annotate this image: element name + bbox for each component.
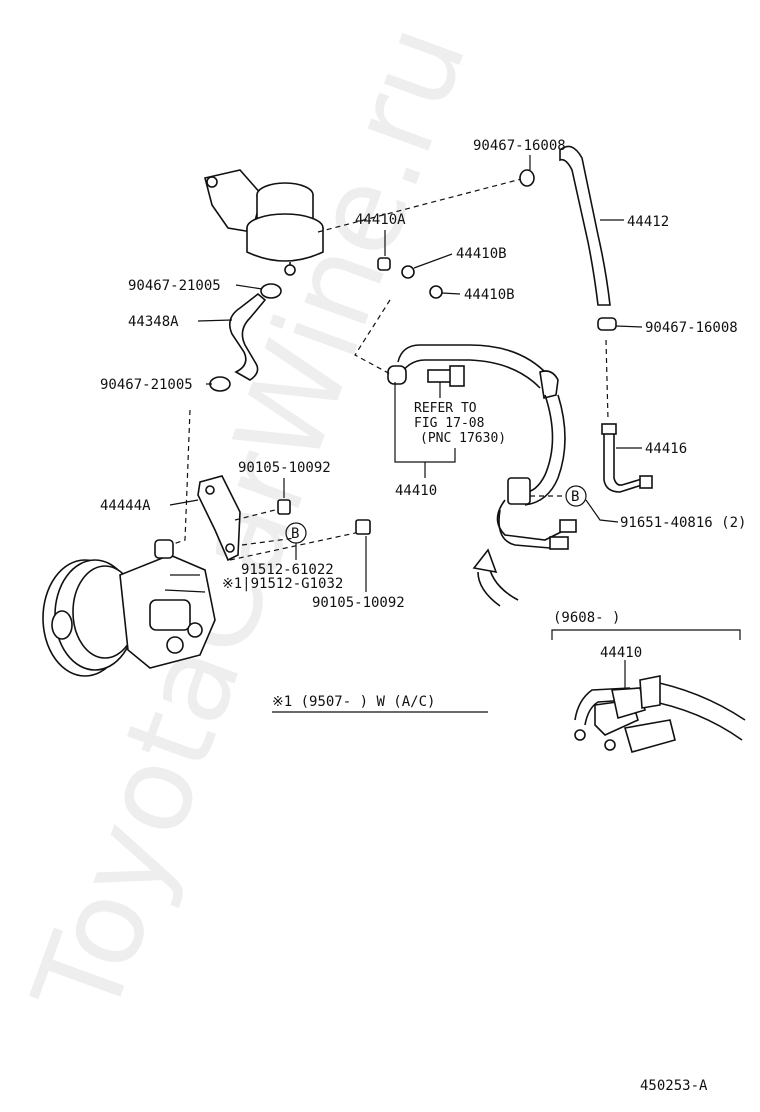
inset-illustration <box>574 675 746 753</box>
return-hose-illustration <box>519 145 617 331</box>
bolts-90105 <box>277 499 371 535</box>
label-90105-10092-bot: 90105-10092 <box>312 595 405 611</box>
tube-44416-illustration <box>601 339 653 493</box>
label-44410a: 44410A <box>355 212 406 228</box>
label-91512-61022: 91512-61022 <box>241 562 334 578</box>
label-44412: 44412 <box>627 214 669 230</box>
direction-arrow <box>472 548 519 607</box>
dash-hose-to-pump <box>169 409 191 546</box>
label-44410b-1: 44410B <box>456 246 507 262</box>
dash-bracket-bolt2 <box>229 531 361 561</box>
label-44348a: 44348A <box>128 314 179 330</box>
dash-bracket-bolt <box>234 509 276 521</box>
callout-b-left-label: B <box>291 526 299 542</box>
inset-part-number: 44410 <box>600 645 642 661</box>
watermark-text: ToyotaCarWine.ru <box>6 7 493 1035</box>
label-44444a: 44444A <box>100 498 151 514</box>
label-91651-40816: 91651-40816 (2) <box>620 515 746 531</box>
label-90467-16008-right: 90467-16008 <box>645 320 738 336</box>
label-90467-21005-top: 90467-21005 <box>128 278 221 294</box>
diagram-id: 450253-A <box>640 1078 708 1094</box>
dash-clamps-to-line <box>354 299 393 376</box>
inset-date-range: (9608- ) <box>553 610 620 626</box>
reservoir-illustration <box>204 169 324 276</box>
label-90105-10092-top: 90105-10092 <box>238 460 331 476</box>
hose-44348a-illustration <box>209 283 282 392</box>
refer-line-3: (PNC 17630) <box>420 431 506 446</box>
label-44410b-2: 44410B <box>464 287 515 303</box>
callout-b-right-label: B <box>571 489 579 505</box>
label-44416: 44416 <box>645 441 687 457</box>
refer-line-2: FIG 17-08 <box>414 416 484 431</box>
label-90467-16008-top: 90467-16008 <box>473 138 566 154</box>
label-44410: 44410 <box>395 483 437 499</box>
label-91512-g1032: ※1|91512-G1032 <box>222 576 343 592</box>
bracket-44444a-illustration <box>197 475 241 562</box>
refer-line-1: REFER TO <box>414 401 477 416</box>
pump-illustration <box>42 539 216 677</box>
clamps-44410 <box>377 257 443 299</box>
inset-bracket <box>551 629 741 640</box>
note-ac-range: ※1 (9507- ) W (A/C) <box>272 694 435 710</box>
label-90467-21005-bot: 90467-21005 <box>100 377 193 393</box>
callout-b-right <box>565 485 587 507</box>
pressure-hose-illustration <box>387 344 577 550</box>
